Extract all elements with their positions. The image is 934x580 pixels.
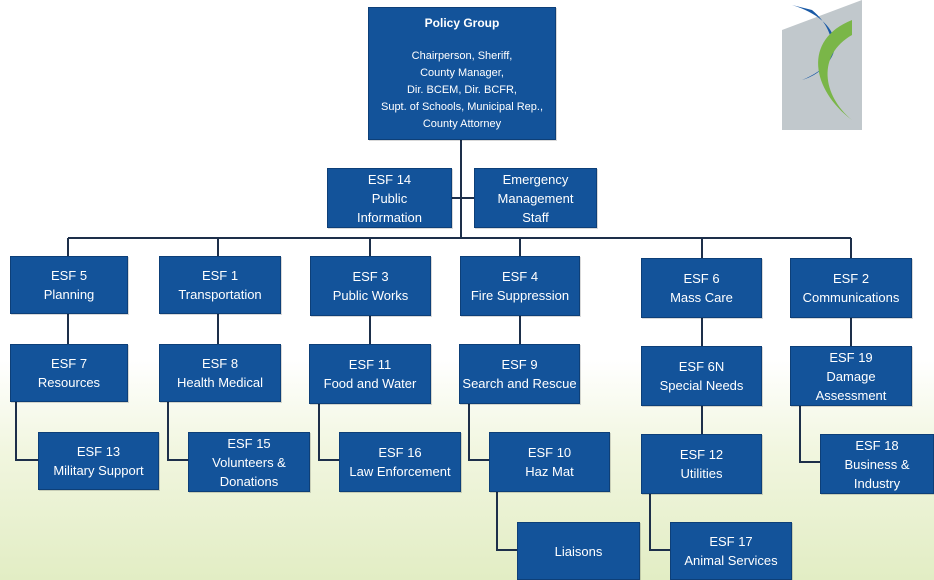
box-line: ESF 18 [855,437,899,453]
esf1-transportation-box: ESF 1 Transportation [159,256,281,314]
box-line: Planning [43,287,95,302]
box-line: ESF 3 [352,269,389,284]
box-line: Staff [522,209,549,225]
box-line: Special Needs [659,378,744,393]
box-line: Law Enforcement [349,464,451,479]
policy-group-title: Policy Group [424,15,500,30]
box-line: Volunteers & [212,454,286,470]
box-line: ESF 19 [829,349,873,365]
box-line: Communications [802,290,900,305]
esf18-business-industry-box: ESF 18 Business & Industry [820,434,934,494]
esf7-resources-box: ESF 7 Resources [10,344,128,402]
connector [318,404,339,461]
box-line: Damage [826,368,876,384]
esf12-utilities-box: ESF 12 Utilities [641,434,762,494]
box-line: ESF 14 [367,171,412,187]
liaisons-box: Liaisons [517,522,640,580]
box-line: Haz Mat [525,464,574,479]
connector [468,404,489,461]
box-line: Assessment [815,387,887,403]
esf4-fire-suppression-box: ESF 4 Fire Suppression [460,256,580,316]
esf11-food-and-water-box: ESF 11 Food and Water [309,344,431,404]
box-line: ESF 16 [378,445,422,460]
esf6n-special-needs-box: ESF 6N Special Needs [641,346,762,406]
esf17-animal-services-box: ESF 17 Animal Services [670,522,792,580]
box-line: ESF 6N [678,359,725,374]
esf10-haz-mat-box: ESF 10 Haz Mat [489,432,610,492]
box-line: ESF 12 [679,447,724,462]
box-line: Emergency [502,171,569,187]
box-line: ESF 5 [50,268,88,283]
connector [799,406,820,463]
box-line: Search and Rescue [462,376,577,391]
esf3-public-works-box: ESF 3 Public Works [310,256,431,316]
box-line: Liaisons [554,543,603,559]
box-line: ESF 13 [76,444,121,459]
policy-member-line: Supt. of Schools, Municipal Rep., [380,100,544,113]
box-line: ESF 9 [501,357,538,372]
box-line: Food and Water [323,376,417,391]
policy-member-line: County Manager, [420,66,504,79]
esf19-damage-assessment-box: ESF 19 Damage Assessment [790,346,912,406]
emergency-management-staff-box: Emergency Management Staff [474,168,597,228]
esf2-communications-box: ESF 2 Communications [790,258,912,318]
connector [649,494,670,551]
box-line: Industry [853,475,901,491]
box-line: ESF 15 [227,435,271,451]
box-line: ESF 7 [50,356,88,371]
box-line: ESF 6 [683,271,720,286]
box-line: ESF 8 [201,356,239,371]
esf9-search-and-rescue-box: ESF 9 Search and Rescue [459,344,580,404]
box-line: ESF 10 [527,445,572,460]
box-line: ESF 17 [709,534,753,549]
esf5-planning-box: ESF 5 Planning [10,256,128,314]
box-line: Utilities [680,466,723,481]
box-line: Fire Suppression [470,288,570,303]
box-line: Resources [37,375,101,390]
box-line: Animal Services [684,553,778,568]
esf14-public-information-box: ESF 14 Public Information [327,168,452,228]
box-line: ESF 1 [201,268,239,283]
connector [496,490,517,551]
esf8-health-medical-box: ESF 8 Health Medical [159,344,281,402]
box-line: ESF 11 [348,357,392,372]
policy-member-line: Dir. BCEM, Dir. BCFR, [406,83,517,96]
esf15-volunteers-donations-box: ESF 15 Volunteers & Donations [188,432,310,492]
box-line: Donations [219,473,279,489]
box-line: Military Support [53,463,144,478]
box-line: Transportation [178,287,262,302]
esf6-mass-care-box: ESF 6 Mass Care [641,258,762,318]
connector [15,402,38,461]
policy-member-line: County Attorney [422,117,502,130]
box-line: Health Medical [177,375,263,390]
box-line: Public Works [332,288,409,303]
box-line: Information [356,209,423,225]
box-line: Mass Care [670,290,733,305]
box-line: Business & [844,456,910,472]
box-line: ESF 4 [501,269,539,284]
box-line: ESF 2 [832,271,870,286]
esf13-military-support-box: ESF 13 Military Support [38,432,159,490]
connector [167,402,188,461]
county-logo [782,0,862,130]
box-line: Management [497,190,574,206]
box-line: Public [371,190,408,206]
policy-group-box: Policy Group Chairperson, Sheriff, Count… [368,7,556,140]
esf16-law-enforcement-box: ESF 16 Law Enforcement [339,432,461,492]
policy-member-line: Chairperson, Sheriff, [411,49,513,62]
